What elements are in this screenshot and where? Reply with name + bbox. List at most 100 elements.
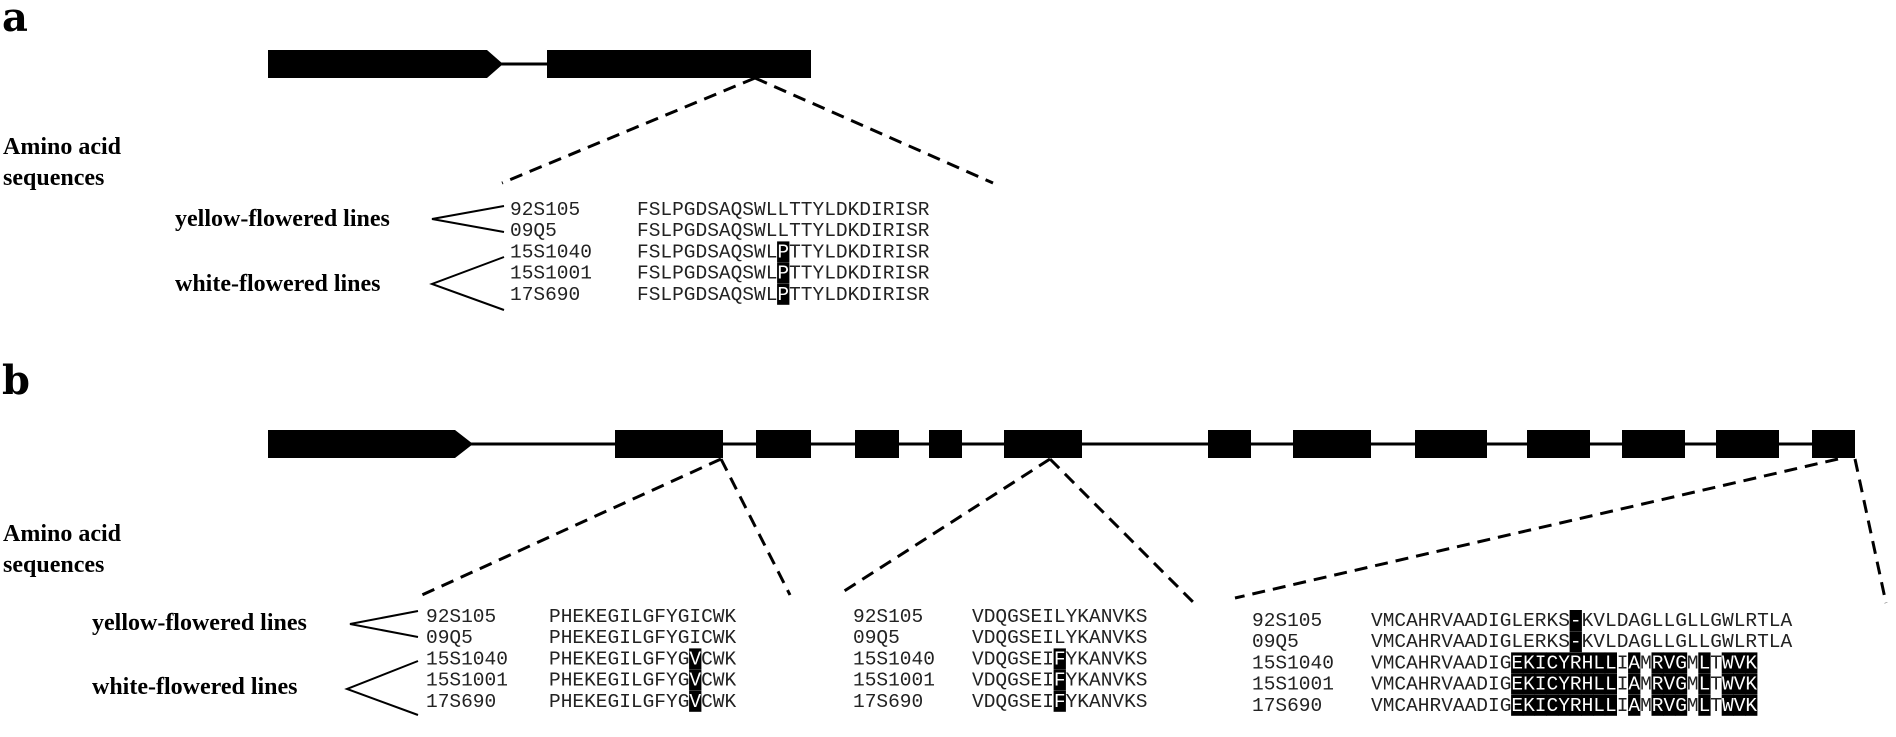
- residue: D: [696, 199, 708, 221]
- heading-amino-acid: Amino acid: [3, 134, 122, 160]
- residue: G: [1500, 631, 1512, 653]
- residue: W: [713, 606, 725, 628]
- residue: Y: [666, 670, 678, 692]
- exon-block: [1004, 430, 1082, 458]
- exon-block: [1716, 430, 1779, 458]
- residue: Y: [813, 241, 825, 263]
- residue: E: [1031, 627, 1043, 649]
- variant-highlight: [1651, 673, 1664, 695]
- residue: G: [608, 606, 620, 628]
- residue: E: [1523, 610, 1535, 632]
- residue: I: [894, 241, 906, 263]
- residue: I: [1042, 670, 1054, 692]
- variant-residue: V: [1734, 652, 1746, 674]
- residue: S: [906, 284, 918, 306]
- residue: G: [1007, 627, 1019, 649]
- variant-residue: Y: [1558, 674, 1570, 696]
- residue: A: [1406, 631, 1418, 653]
- residue: G: [684, 241, 696, 263]
- panel-b: b Amino acid sequences yellow-flow: [2, 357, 1888, 717]
- residue: F: [654, 670, 666, 692]
- variant-highlight: [1733, 652, 1746, 674]
- residue: K: [725, 627, 737, 649]
- variant-highlight: [1557, 652, 1571, 674]
- residue: R: [883, 199, 895, 221]
- heading-sequences: sequences: [3, 165, 104, 191]
- residue: L: [766, 220, 778, 242]
- variant-highlight: [1745, 652, 1758, 674]
- residue: Y: [813, 284, 825, 306]
- residue: L: [777, 199, 789, 221]
- residue: L: [1605, 610, 1617, 632]
- residue: T: [801, 241, 813, 263]
- residue: V: [1112, 648, 1124, 670]
- variant-highlight: [777, 241, 790, 263]
- sequence-id: 09Q5: [426, 627, 473, 649]
- residue: V: [972, 670, 984, 692]
- residue: W: [1722, 610, 1734, 632]
- residue: H: [1418, 610, 1430, 632]
- gene-model-b: [268, 430, 1888, 607]
- residue: A: [1465, 631, 1477, 653]
- residue: T: [1710, 695, 1722, 717]
- residue: S: [649, 241, 661, 263]
- residue: D: [859, 241, 871, 263]
- residue: M: [1640, 695, 1652, 717]
- residue: T: [801, 220, 813, 242]
- variant-residue: V: [1734, 674, 1746, 696]
- variant-residue: A: [1628, 674, 1640, 696]
- variant-highlight: [1698, 694, 1711, 716]
- variant-highlight: [1522, 673, 1536, 695]
- group-label-white: white-flowered lines: [175, 271, 381, 297]
- residue: R: [883, 284, 895, 306]
- variant-residue: L: [1593, 695, 1605, 717]
- residue: H: [561, 606, 573, 628]
- sequence-id: 92S105: [853, 606, 923, 628]
- residue: R: [918, 241, 930, 263]
- sequence-id: 15S1001: [853, 670, 935, 692]
- residue: S: [1136, 648, 1148, 670]
- residue: F: [637, 241, 649, 263]
- residue: W: [713, 648, 725, 670]
- residue: R: [883, 220, 895, 242]
- residue: R: [918, 284, 930, 306]
- residue: G: [678, 606, 690, 628]
- residue: G: [1675, 631, 1687, 653]
- variant-residue: W: [1722, 695, 1734, 717]
- residue: S: [649, 263, 661, 285]
- variant-highlight: [1604, 652, 1617, 674]
- heading-amino-acid: Amino acid: [3, 521, 122, 547]
- variant-highlight: [1604, 673, 1617, 695]
- residue: Q: [731, 241, 743, 263]
- residue: A: [1453, 610, 1465, 632]
- residue: M: [1383, 610, 1395, 632]
- variant-residue: -: [1570, 631, 1582, 653]
- sequence-id: 15S1040: [510, 241, 592, 263]
- residue: G: [608, 670, 620, 692]
- variant-residue: P: [777, 241, 789, 263]
- residue: D: [984, 606, 996, 628]
- variant-highlight: [1569, 694, 1582, 716]
- residue: Q: [731, 263, 743, 285]
- residue: V: [972, 648, 984, 670]
- residue: M: [1640, 674, 1652, 696]
- residue: W: [713, 670, 725, 692]
- residue: I: [619, 670, 631, 692]
- sequence-id: 17S690: [426, 691, 496, 713]
- residue: G: [684, 220, 696, 242]
- residue: L: [660, 241, 672, 263]
- bracket-yellow: [431, 205, 505, 233]
- variant-highlight: [1557, 694, 1571, 716]
- variant-residue: W: [1722, 674, 1734, 696]
- residue: L: [766, 199, 778, 221]
- residue: L: [824, 241, 836, 263]
- residue: P: [549, 670, 561, 692]
- variant-highlight: [1053, 669, 1066, 691]
- residue: C: [1394, 631, 1406, 653]
- variant-highlight: [1674, 694, 1688, 716]
- residue: R: [1745, 610, 1757, 632]
- residue: M: [1640, 652, 1652, 674]
